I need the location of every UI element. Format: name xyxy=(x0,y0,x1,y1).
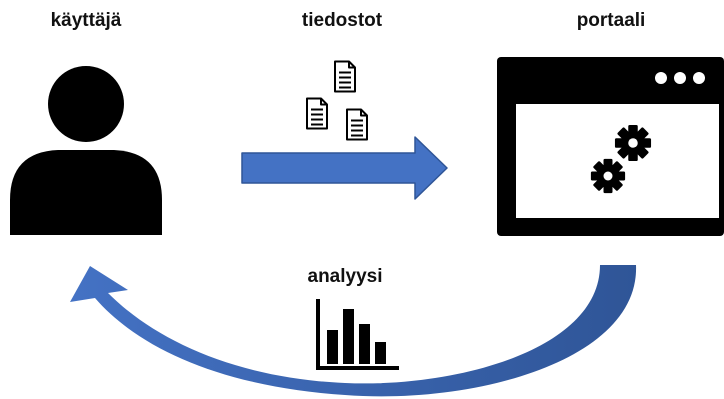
bar-chart-icon xyxy=(316,299,399,370)
user-label: käyttäjä xyxy=(50,10,122,31)
user-silhouette-icon xyxy=(10,66,162,235)
return-arrow xyxy=(70,265,637,397)
files-label: tiedostot xyxy=(301,10,383,31)
ellipsis-icon xyxy=(655,72,705,84)
send-arrow xyxy=(241,136,448,200)
portal-label: portaali xyxy=(576,10,646,31)
analysis-label: analyysi xyxy=(307,266,383,287)
browser-window-icon xyxy=(497,57,724,236)
document-stack-icon xyxy=(305,60,369,141)
